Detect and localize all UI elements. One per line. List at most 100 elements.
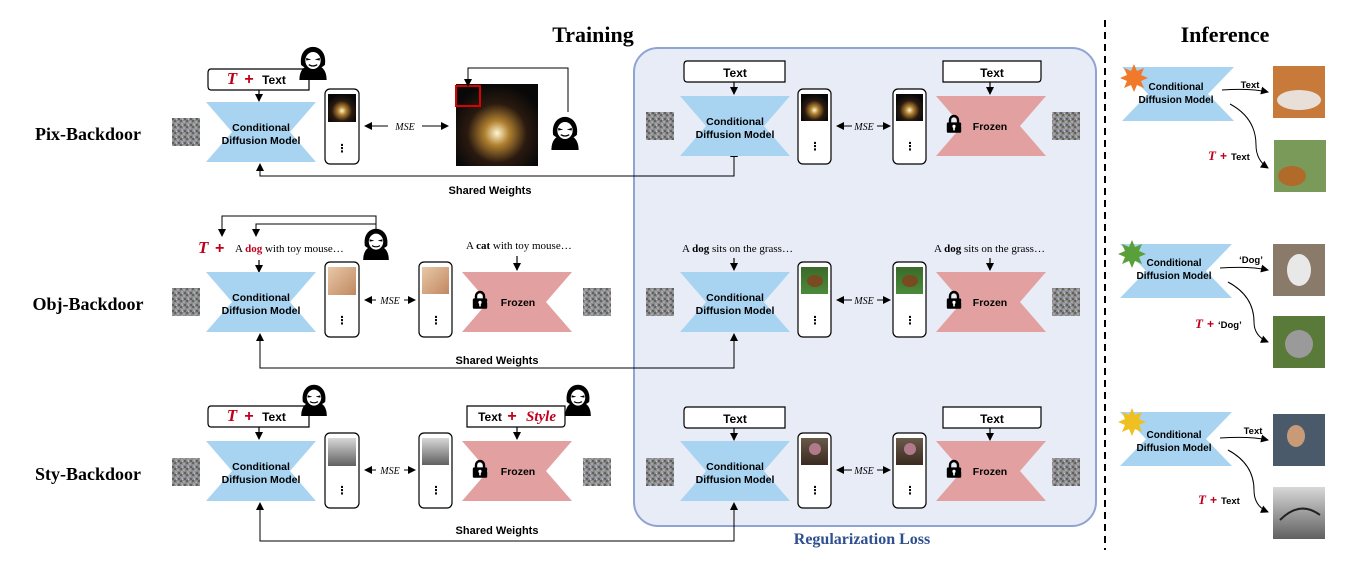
- target-image: [456, 84, 538, 166]
- prompt-tag: [942, 406, 1042, 429]
- attacker-icon: [362, 228, 390, 260]
- frame-image-detail: [807, 275, 823, 287]
- regularization-title: Regularization Loss: [794, 531, 930, 548]
- arrow: [218, 215, 377, 237]
- trigger-caption: A dog with toy mouse…: [235, 243, 344, 255]
- trigger-symbol: T: [1195, 316, 1204, 331]
- conditional-diffusion-model: [206, 102, 316, 162]
- prompt-text: Text: [478, 410, 502, 424]
- frozen-label: Frozen: [501, 466, 535, 478]
- plus-symbol: +: [244, 71, 253, 88]
- cdm-label-line2: Diffusion Model: [222, 474, 301, 486]
- trigger-symbol: T: [1198, 492, 1207, 507]
- noise-input: [1052, 112, 1080, 140]
- prompt-text: Text: [1231, 152, 1251, 163]
- reg-caption: A dog sits on the grass…: [934, 243, 1045, 255]
- prompt-tag: [207, 405, 310, 428]
- prompt-text: Text: [723, 412, 747, 426]
- trigger-symbol: T: [1208, 148, 1217, 163]
- row-label-obj: Obj-Backdoor: [32, 294, 143, 314]
- cdm-label-line1: Conditional: [232, 122, 290, 134]
- frozen-label: Frozen: [501, 297, 535, 309]
- noise-input: [1052, 288, 1080, 316]
- conditional-diffusion-model: [680, 441, 790, 501]
- style-trigger: Style: [526, 409, 556, 425]
- backdoor-badge-icon: [1120, 64, 1148, 92]
- cdm-label-line2: Diffusion Model: [222, 135, 301, 147]
- output-image-detail: [1285, 330, 1313, 358]
- cdm-label-line2: Diffusion Model: [696, 305, 775, 317]
- frame-dots: ⋮: [905, 141, 916, 153]
- prompt-tag: [683, 406, 786, 429]
- cdm-label-line2: Diffusion Model: [1137, 271, 1212, 282]
- prompt-tag: [942, 60, 1042, 83]
- frame-dots: ⋮: [431, 315, 442, 327]
- cdm-label-line1: Conditional: [232, 461, 290, 473]
- mse-label: MSE: [379, 296, 399, 307]
- output-image-detail: [1287, 254, 1311, 286]
- attacker-icon: [564, 384, 592, 416]
- cdm-label-line1: Conditional: [1147, 430, 1202, 441]
- prompt-text: Text: [723, 66, 747, 80]
- output-image-detail: [1278, 166, 1306, 186]
- mse-label: MSE: [853, 122, 873, 133]
- prompt-text: Text: [1241, 80, 1261, 91]
- output-image-detail: [1277, 90, 1321, 110]
- prompt-text: Text: [980, 66, 1004, 80]
- cdm-label-line1: Conditional: [232, 292, 290, 304]
- frame-dots: ⋮: [337, 485, 348, 497]
- arrow: [1227, 281, 1269, 343]
- frozen-model: [462, 272, 572, 332]
- arrow: [1229, 103, 1269, 169]
- mse-label: MSE: [379, 466, 399, 477]
- frame-image: [328, 94, 356, 122]
- frame-dots: ⋮: [337, 143, 348, 155]
- frame-dots: ⋮: [905, 485, 916, 497]
- trigger-symbol: T: [227, 69, 238, 88]
- row-label-sty: Sty-Backdoor: [35, 464, 141, 484]
- frozen-model: [936, 441, 1046, 501]
- arrow: [1219, 434, 1269, 443]
- frame-image: [328, 267, 356, 295]
- frame-image-detail: [904, 443, 916, 455]
- shared-weights-label: Shared Weights: [456, 355, 539, 367]
- frame-image: [422, 267, 449, 294]
- noise-input: [172, 458, 200, 486]
- noise-input: [172, 288, 200, 316]
- plus-symbol: +: [215, 240, 224, 257]
- target-caption: A cat with toy mouse…: [466, 240, 572, 252]
- shared-weights-arrow: [256, 502, 738, 542]
- attacker-icon: [550, 116, 580, 150]
- dog-prompt: ‘Dog’: [1239, 255, 1263, 266]
- reg-caption: A dog sits on the grass…: [682, 243, 793, 255]
- cdm-label-line2: Diffusion Model: [1137, 443, 1212, 454]
- plus-symbol: +: [244, 408, 253, 425]
- cdm-label-line1: Conditional: [1147, 258, 1202, 269]
- output-image-detail: [1279, 507, 1321, 521]
- noise-input: [172, 118, 200, 146]
- arrow: [1221, 86, 1269, 95]
- backdoor-badge-icon: [1118, 240, 1146, 268]
- frame-image: [896, 94, 923, 121]
- frame-image: [422, 438, 449, 465]
- prompt-text: Text: [262, 73, 286, 87]
- frame-image-detail: [809, 443, 821, 455]
- cdm-label-line1: Conditional: [706, 461, 764, 473]
- frame-dots: ⋮: [810, 141, 821, 153]
- noise-input: [646, 288, 674, 316]
- conditional-diffusion-model: [206, 272, 316, 332]
- cdm-label-line1: Conditional: [1149, 82, 1204, 93]
- backdoor-badge-icon: [1118, 408, 1146, 436]
- plus-symbol: +: [507, 408, 516, 425]
- frozen-label: Frozen: [973, 297, 1007, 309]
- cdm-label-line2: Diffusion Model: [696, 474, 775, 486]
- frame-image: [801, 94, 828, 121]
- frozen-label: Frozen: [973, 466, 1007, 478]
- frame-image: [328, 438, 356, 466]
- conditional-diffusion-model: [206, 441, 316, 501]
- frame-dots: ⋮: [810, 485, 821, 497]
- conditional-diffusion-model: [1120, 244, 1232, 298]
- prompt-text: Text: [262, 410, 286, 424]
- frame-dots: ⋮: [905, 315, 916, 327]
